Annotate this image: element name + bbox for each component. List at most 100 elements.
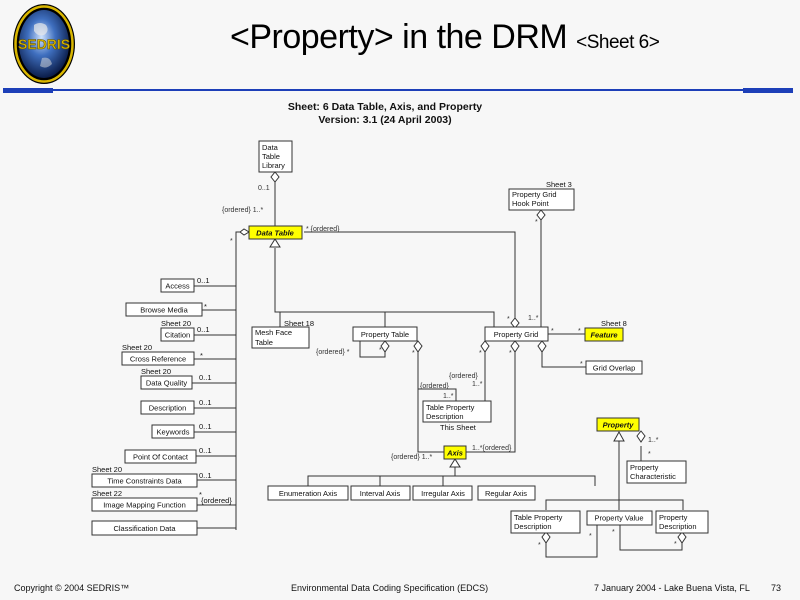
class-box-property-characteristic[interactable] [626, 460, 687, 484]
label: Irregular Axis [421, 489, 465, 498]
multiplicity: 0..1 [197, 325, 210, 334]
aggregation-diamond [413, 340, 423, 353]
logo-text: SEDRIS [18, 36, 70, 52]
component-box[interactable] [160, 327, 195, 342]
diagram-title-line1: Sheet: 6 Data Table, Axis, and Property [287, 101, 483, 113]
class-box-data-table[interactable] [248, 225, 303, 240]
multiplicity: * [379, 347, 382, 354]
class-box-property-grid-hook-point[interactable] [508, 188, 575, 211]
aggregation-diamond [677, 531, 687, 544]
footer-date-location: 7 January 2004 - Lake Buena Vista, FL [594, 583, 750, 593]
label: Description [514, 522, 552, 531]
class-labels: Data Table Library Data Table Sheet 3 Pr… [255, 143, 697, 531]
component-label: Image Mapping Function [103, 501, 186, 510]
multiplicity: 0..1 [258, 185, 270, 192]
component-labels: Access Browse Media Citation Cross Refer… [92, 276, 232, 533]
class-box-irregular-axis[interactable] [412, 485, 473, 501]
class-box-mesh-face-table[interactable] [251, 326, 310, 349]
multiplicity: 1..* [472, 381, 483, 388]
class-box-property-grid[interactable] [484, 326, 549, 342]
component-box[interactable] [121, 351, 195, 366]
multiplicity: * [204, 302, 207, 311]
aggregation-diamond [536, 209, 546, 221]
multiplicity: * [589, 533, 592, 540]
sheet-ref: Sheet 20 [161, 319, 191, 328]
multiplicity: 0..1 [199, 471, 212, 480]
multiplicity: * [538, 542, 541, 549]
label: Property [659, 513, 688, 522]
class-box-feature[interactable] [584, 327, 624, 342]
multiplicity: {ordered} * [316, 349, 350, 356]
class-box-interval-axis[interactable] [350, 485, 411, 501]
multiplicity: * [578, 328, 581, 335]
component-boxes [91, 278, 203, 536]
aggregation-diamonds [239, 171, 687, 544]
multiplicity: {ordered} 1..* [391, 454, 433, 461]
multiplicity: 0..1 [199, 398, 212, 407]
class-box-table-property-description[interactable] [422, 400, 492, 423]
diagram-title: Sheet: 6 Data Table, Axis, and Property … [200, 101, 570, 127]
multiplicity: * [551, 328, 554, 335]
component-label: Description [149, 404, 187, 413]
label: Grid Overlap [593, 364, 636, 373]
label: Table [255, 338, 273, 347]
multiplicity: * [580, 361, 583, 368]
class-box-grid-overlap[interactable] [585, 360, 643, 375]
class-box-property-table[interactable] [352, 326, 418, 342]
component-box[interactable] [91, 497, 198, 512]
title-rule-right-accent [743, 88, 793, 93]
component-box[interactable] [91, 520, 198, 536]
component-label: Data Quality [146, 379, 188, 388]
multiplicity: * [674, 541, 677, 548]
class-box-regular-axis[interactable] [477, 485, 536, 501]
title-rule [3, 89, 793, 91]
multiplicity: * [230, 238, 233, 245]
multiplicity: 0..1 [199, 446, 212, 455]
multiplicity: * [648, 451, 651, 458]
component-label: Browse Media [140, 306, 188, 315]
class-box-table-property-description-2[interactable] [510, 510, 581, 534]
component-box[interactable] [140, 400, 195, 415]
component-box[interactable] [91, 473, 198, 488]
label: Property Value [594, 514, 643, 523]
class-box-property[interactable] [596, 417, 640, 432]
class-box-property-value[interactable] [586, 510, 653, 526]
label: Regular Axis [485, 489, 527, 498]
slide-title-suffix: <Sheet 6> [576, 32, 660, 53]
component-label: Time Constraints Data [107, 477, 182, 486]
component-box[interactable] [124, 449, 197, 464]
multiplicity: * [479, 350, 482, 357]
multiplicity: * [507, 316, 510, 323]
label: Feature [590, 331, 617, 340]
label: Data Table [256, 229, 294, 238]
component-box[interactable] [125, 302, 203, 317]
generalization-arrow [449, 458, 461, 468]
multiplicity: * [412, 350, 415, 357]
component-label: Point Of Contact [133, 453, 189, 462]
multiplicity: 1..* [443, 393, 454, 400]
class-box-data-table-library[interactable] [258, 140, 293, 173]
class-box-axis[interactable] [443, 445, 467, 460]
component-box[interactable] [151, 424, 195, 439]
label: Property Grid [494, 330, 539, 339]
component-box[interactable] [140, 375, 193, 390]
multiplicity: 0..1 [199, 373, 212, 382]
generalization-arrow [613, 430, 625, 442]
aggregation-diamond [239, 228, 250, 236]
class-box-property-description[interactable] [655, 510, 709, 534]
label: Property [630, 463, 659, 472]
page-number: 73 [771, 583, 782, 593]
multiplicity: {ordered} 1..* [222, 207, 264, 214]
class-box-enumeration-axis[interactable] [267, 485, 349, 501]
label: Description [659, 522, 697, 531]
multiplicity: 1..* [528, 315, 539, 322]
sheet-ref: Sheet 18 [284, 319, 314, 328]
title-rule-left-accent [3, 88, 53, 93]
multiplicity: {ordered} [420, 383, 449, 390]
component-box[interactable] [160, 278, 195, 293]
footer-center: Environmental Data Coding Specification … [291, 583, 489, 593]
label: Enumeration Axis [279, 489, 338, 498]
label: Description [426, 412, 464, 421]
component-label: Keywords [157, 428, 190, 437]
